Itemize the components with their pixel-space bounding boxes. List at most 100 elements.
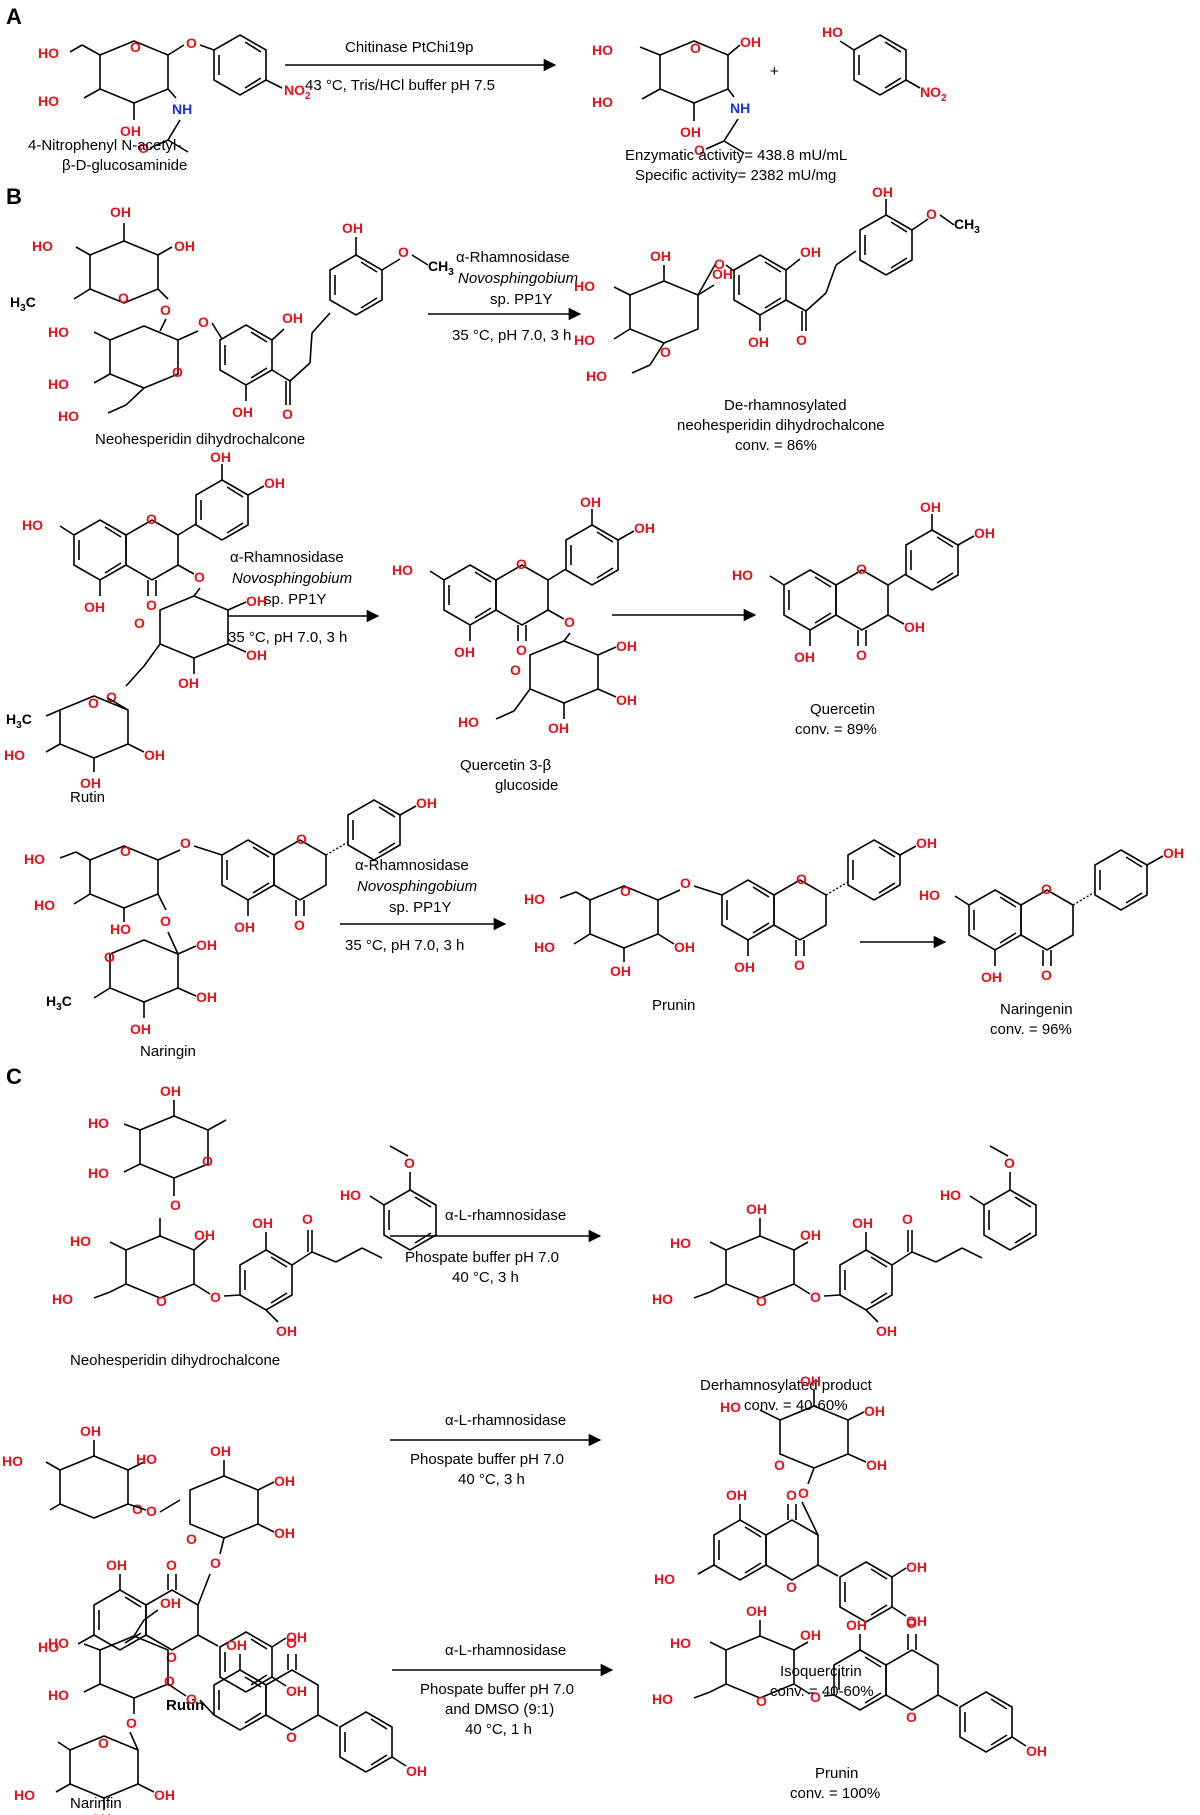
glycosidic-oxygen: O <box>680 875 691 891</box>
carbonyl-oxygen: O <box>146 597 157 613</box>
molecule-quercetin-3-glucoside: HO OH O O O OH OH O OH OH OH HO <box>392 494 655 736</box>
molecule-p-nitrophenol: HO NO2 <box>822 24 947 104</box>
oh-label: OH <box>680 124 701 140</box>
oh-label: OH <box>800 244 821 260</box>
ring-oxygen: O <box>756 1693 767 1709</box>
ring-oxygen: O <box>690 40 701 56</box>
glycosidic-oxygen: O <box>160 302 171 318</box>
oh-label: HO <box>574 278 595 294</box>
oh-label: HO <box>88 1115 109 1131</box>
oh-label: HO <box>48 1635 69 1651</box>
glycosidic-oxygen: O <box>714 256 725 272</box>
glycosidic-oxygen: O <box>810 1289 821 1305</box>
carbonyl-oxygen: O <box>166 1557 177 1573</box>
oh-label: HO <box>2 1453 23 1469</box>
carbonyl-oxygen: O <box>282 406 293 422</box>
oh-label: HO <box>24 851 45 867</box>
oh-label: HO <box>14 1787 35 1803</box>
molecule-quercetin: HO OH O O OH OH OH <box>732 499 995 665</box>
nitro-group: NO2 <box>284 82 311 102</box>
ring-oxygen: O <box>620 883 631 899</box>
ring-oxygen: O <box>856 561 867 577</box>
oh-label: OH <box>674 939 695 955</box>
carbonyl-oxygen: O <box>786 1487 797 1503</box>
oh-label: HO <box>70 1233 91 1249</box>
ring-oxygen: O <box>104 949 115 965</box>
oh-label: HO <box>32 238 53 254</box>
glycosidic-oxygen: O <box>798 1485 809 1501</box>
oh-label: OH <box>616 692 637 708</box>
molecule-neohesperidin-dihydrochalcone: O OH HO OH H3C O O HO HO HO O OH OH O <box>10 204 454 424</box>
methyl-label: CH3 <box>428 258 454 278</box>
ring-oxygen: O <box>118 290 129 306</box>
oh-label: OH <box>616 638 637 654</box>
oh-label: OH <box>734 959 755 975</box>
oh-label: OH <box>748 334 769 350</box>
oh-label: OH <box>210 1443 231 1459</box>
carbonyl-oxygen: O <box>286 1635 297 1651</box>
oh-label: OH <box>106 1557 127 1573</box>
oh-label: OH <box>794 649 815 665</box>
oh-label: OH <box>634 520 655 536</box>
condition-line: 40 °C, 1 h <box>465 1721 532 1738</box>
glycosidic-oxygen: O <box>186 35 197 51</box>
carbonyl-oxygen: O <box>906 1615 917 1631</box>
intermediate-name: glucoside <box>495 777 558 794</box>
condition-line: and DMSO (9:1) <box>445 1701 554 1718</box>
oh-label: HO <box>48 324 69 340</box>
oh-label: HO <box>940 1187 961 1203</box>
molecule-narinfin: O OH HO HO O O O OH HO OH OH O O OH <box>14 1595 427 1815</box>
oh-label: HO <box>110 921 131 937</box>
condition-line: Phospate buffer pH 7.0 <box>410 1451 564 1468</box>
substrate-name: Rutin <box>166 1697 204 1714</box>
oh-label: HO <box>652 1291 673 1307</box>
oh-label: OH <box>846 1617 867 1633</box>
ring-oxygen: O <box>98 1735 109 1751</box>
product-name: neohesperidin dihydrochalcone <box>677 417 885 434</box>
condition-line: α-L-rhamnosidase <box>445 1207 566 1224</box>
oh-label: OH <box>234 919 255 935</box>
oh-label: OH <box>800 1373 821 1389</box>
methyl-label: H3C <box>46 993 72 1013</box>
product-name: Naringenin <box>1000 1001 1073 1018</box>
condition-line: 35 °C, pH 7.0, 3 h <box>228 629 347 646</box>
oh-label: HO <box>136 1451 157 1467</box>
methoxy-oxygen: O <box>1004 1155 1015 1171</box>
oh-label: OH <box>916 835 937 851</box>
oh-label: OH <box>282 310 303 326</box>
oh-label: OH <box>286 1683 307 1699</box>
oh-label: OH <box>274 1525 295 1541</box>
carbonyl-oxygen: O <box>694 142 705 158</box>
molecule-naringenin: HO OH O O OH <box>919 845 1184 985</box>
product-name: De-rhamnosylated <box>724 397 847 414</box>
product-conversion: conv. = 40-60% <box>744 1397 848 1414</box>
oh-label: OH <box>144 747 165 763</box>
glycosidic-oxygen: O <box>564 614 575 630</box>
condition-line: α-L-rhamnosidase <box>445 1642 566 1659</box>
oh-label: HO <box>340 1187 361 1203</box>
oh-label: OH <box>160 1083 181 1099</box>
condition-line: 35 °C, pH 7.0, 3 h <box>452 327 571 344</box>
oh-label: OH <box>906 1613 927 1629</box>
oh-label: HO <box>670 1635 691 1651</box>
glycosidic-oxygen: O <box>186 1691 197 1707</box>
oh-label: HO <box>88 1165 109 1181</box>
molecule-pnp-glcnac: O HO O NO2 HO OH NH O <box>38 34 311 156</box>
condition-line: Novosphingobium <box>357 878 477 895</box>
ring-oxygen: O <box>134 615 145 631</box>
oh-label: OH <box>232 404 253 420</box>
product-conversion: conv. = 86% <box>735 437 817 454</box>
section-label-c: C <box>6 1064 22 1089</box>
oh-label: OH <box>746 1603 767 1619</box>
plus-sign: + <box>770 63 779 80</box>
oh-label: OH <box>454 644 475 660</box>
oh-label: OH <box>276 1323 297 1339</box>
glycosidic-oxygen: O <box>194 569 205 585</box>
oh-label: OH <box>920 499 941 515</box>
oh-label: OH <box>174 238 195 254</box>
molecule-prunin: O HO HO OH OH O OH O O OH <box>524 835 937 979</box>
condition-line: Novosphingobium <box>458 270 578 287</box>
substrate-name: Naringin <box>140 1043 196 1060</box>
condition-line: Phospate buffer pH 7.0 <box>420 1681 574 1698</box>
oh-label: HO <box>574 332 595 348</box>
